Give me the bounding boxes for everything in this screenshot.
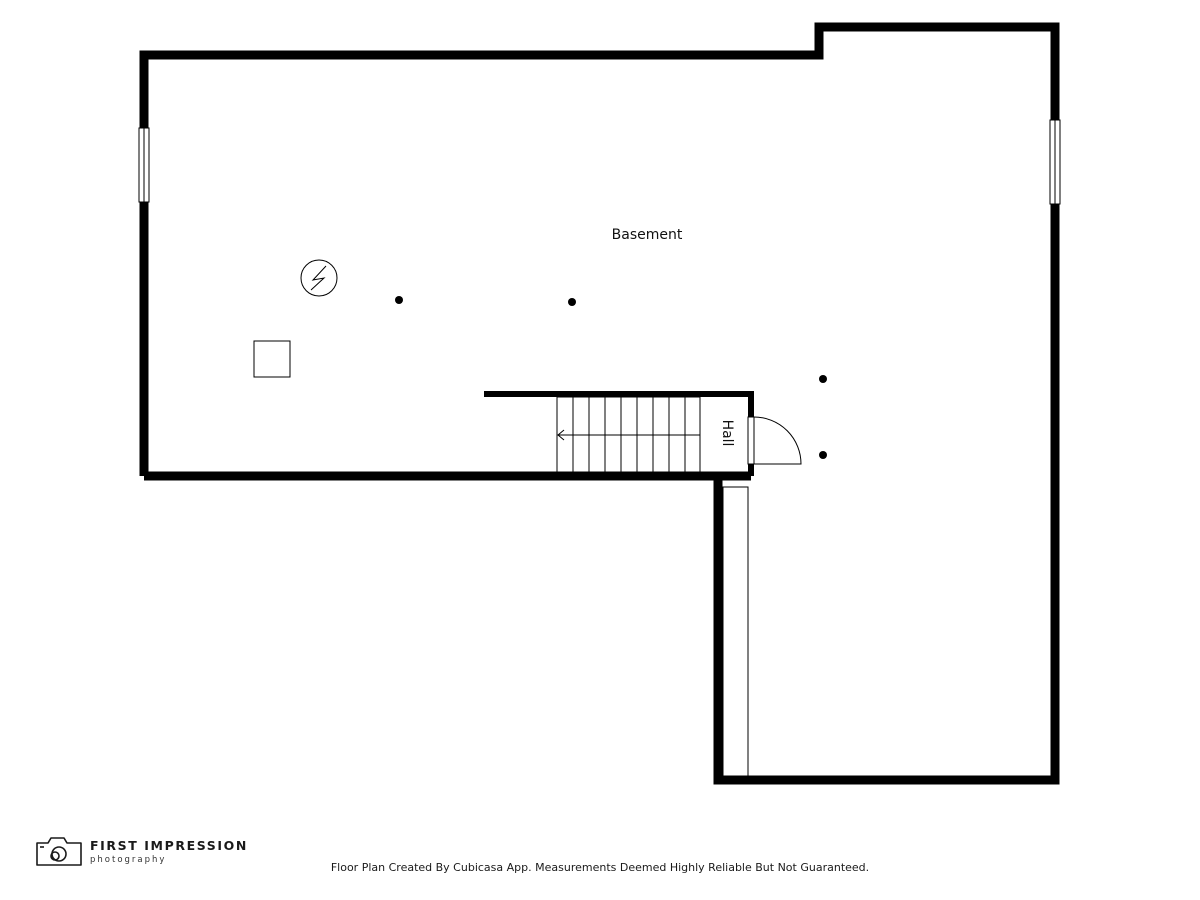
door [747,416,802,465]
brand-name: FIRST IMPRESSION [90,837,248,853]
window-right [1049,119,1061,205]
brand-subtitle: photography [90,855,167,865]
floor-plan-disclaimer: Floor Plan Created By Cubicasa App. Meas… [330,861,870,874]
room-label-hall: Hall [719,420,735,447]
utility-fixture [253,340,291,378]
support-post [395,296,403,304]
electrical-panel-icon [300,259,338,297]
brand-logo: FIRST IMPRESSION photography [34,832,248,872]
window-left [138,127,150,203]
support-post [819,375,827,383]
support-post [568,298,576,306]
support-post [819,451,827,459]
upper-wall [139,22,1060,785]
stair-direction-arrow-icon [557,429,700,441]
camera-icon [36,837,82,866]
support-posts [395,296,827,459]
built-in-counter [722,486,749,777]
room-label-basement: Basement [612,227,683,243]
